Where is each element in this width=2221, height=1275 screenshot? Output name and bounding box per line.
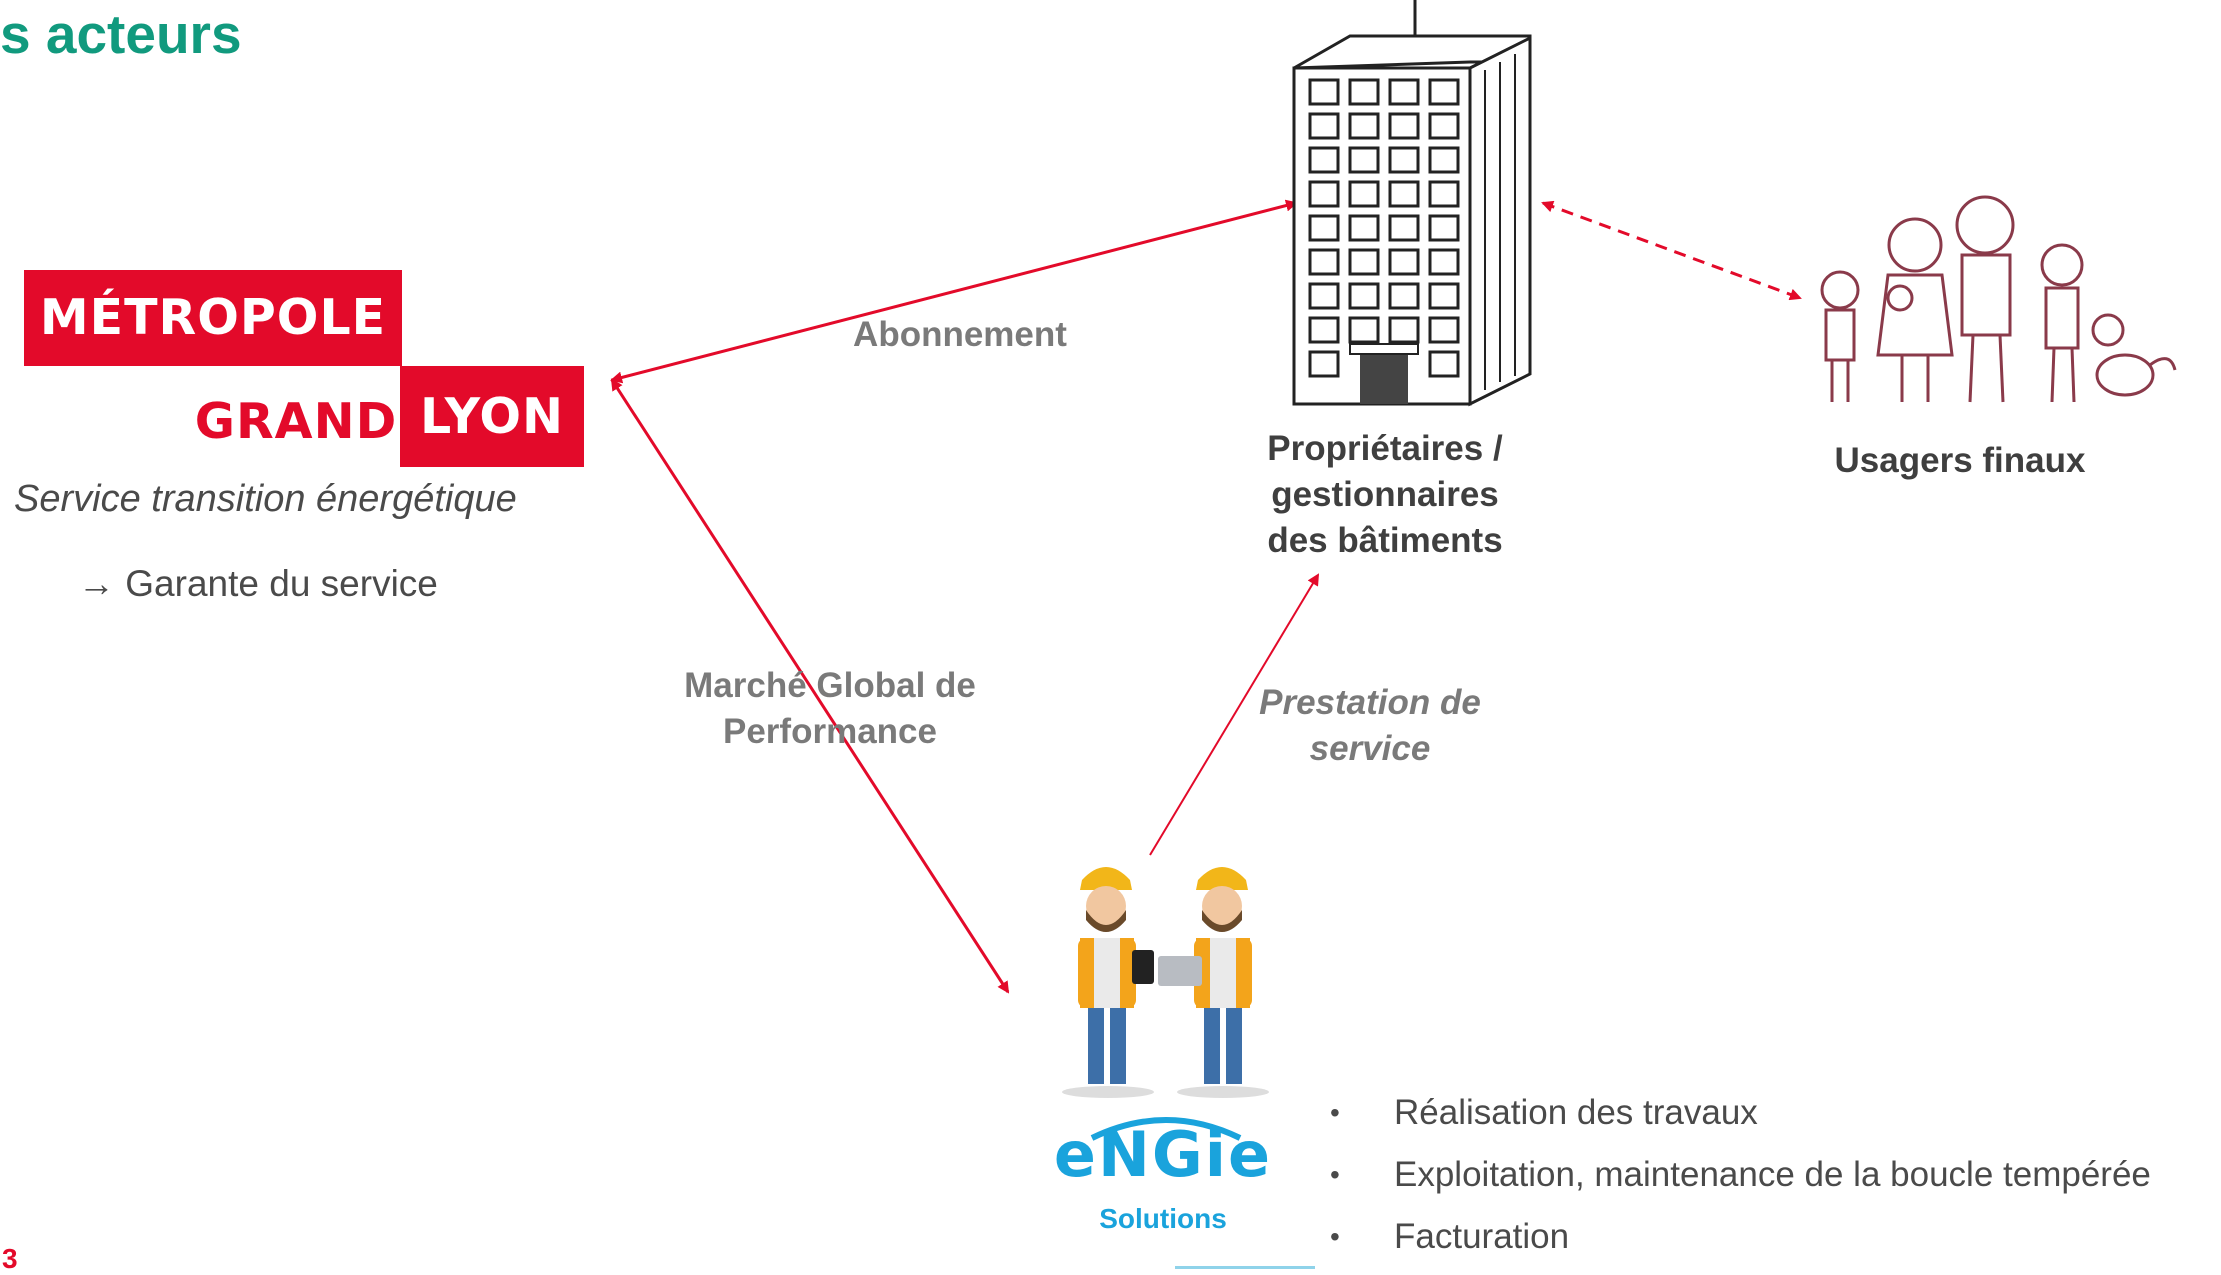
divider <box>1175 1266 1315 1269</box>
building-window <box>1388 282 1420 310</box>
metropole-service: Service transition énergétique <box>14 478 517 520</box>
building-caption: Propriétaires / gestionnaires des bâtime… <box>1267 429 1503 560</box>
building-window <box>1308 78 1340 106</box>
building-window <box>1348 214 1380 242</box>
building-window <box>1388 214 1420 242</box>
slide-title: s acteurs <box>0 3 242 65</box>
building-window <box>1308 316 1340 344</box>
engie-subtitle: Solutions <box>1099 1203 1227 1234</box>
building-window <box>1308 214 1340 242</box>
family-icon <box>1820 195 2177 403</box>
building-window <box>1348 78 1380 106</box>
building-window <box>1308 112 1340 140</box>
building-window <box>1348 146 1380 174</box>
list-item: •Facturation <box>1330 1217 1570 1256</box>
engie-arc-icon <box>1090 1117 1242 1141</box>
building-window <box>1428 112 1460 140</box>
building-window <box>1428 146 1460 174</box>
page-number: 3 <box>2 1243 18 1274</box>
building-window <box>1308 350 1340 378</box>
building-window <box>1308 146 1340 174</box>
building-window <box>1428 350 1460 378</box>
building-window <box>1348 112 1380 140</box>
building-window <box>1428 214 1460 242</box>
metropole-logo-lyon: LYON <box>400 366 584 467</box>
building-window <box>1308 180 1340 208</box>
list-item: •Exploitation, maintenance de la boucle … <box>1330 1155 2151 1194</box>
building-window <box>1428 180 1460 208</box>
building-window <box>1308 282 1340 310</box>
building-window <box>1388 248 1420 276</box>
building-window <box>1388 146 1420 174</box>
list-item: •Réalisation des travaux <box>1330 1093 1758 1132</box>
arrow-usagers <box>1541 200 1802 301</box>
arrow-prestation <box>1149 573 1320 856</box>
building-window <box>1428 282 1460 310</box>
building-window <box>1388 316 1420 344</box>
metropole-role: → Garante du service <box>78 563 438 604</box>
building-window <box>1348 180 1380 208</box>
building-window <box>1388 180 1420 208</box>
building-window <box>1348 282 1380 310</box>
metropole-logo-line1: MÉTROPOLE <box>24 270 402 366</box>
building-window <box>1388 112 1420 140</box>
workers-icon <box>1062 867 1269 1098</box>
building-window <box>1348 248 1380 276</box>
users-caption: Usagers finaux <box>1834 441 2086 480</box>
label-abonnement: Abonnement <box>853 315 1067 354</box>
engie-wordmark: eNGie <box>1053 1118 1273 1191</box>
building-window <box>1428 78 1460 106</box>
building-window <box>1428 316 1460 344</box>
building-icon <box>1292 0 1532 407</box>
building-window <box>1428 248 1460 276</box>
arrow-abonnement <box>610 199 1298 384</box>
engie-task-list: •Réalisation des travaux •Exploitation, … <box>1330 1088 2151 1274</box>
building-window <box>1348 316 1380 344</box>
arrow-marche-global <box>610 378 1010 994</box>
metropole-logo-grand: GRAND <box>194 393 398 450</box>
building-window <box>1388 78 1420 106</box>
building-window <box>1308 248 1340 276</box>
